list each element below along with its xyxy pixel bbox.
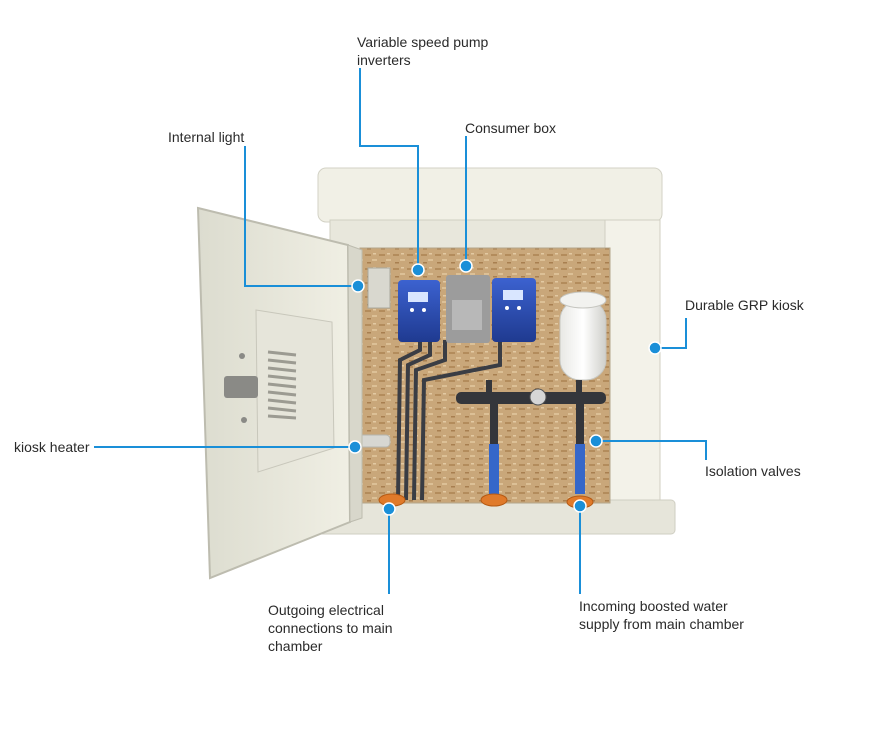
label-isolation-valves: Isolation valves [705, 463, 801, 479]
label-internal-light: Internal light [168, 129, 245, 145]
label-outgoing-line2: connections to main [268, 620, 393, 636]
label-inverters-line2: inverters [357, 52, 411, 68]
isolation-valves-marker [589, 434, 603, 448]
label-incoming-line2: supply from main chamber [579, 616, 744, 632]
label-incoming-line1: Incoming boosted water [579, 598, 728, 614]
door-handle [224, 376, 258, 398]
heater-marker [348, 440, 362, 454]
callout-dots [348, 259, 662, 516]
label-outgoing-line3: chamber [268, 638, 323, 654]
internal-light-marker [351, 279, 365, 293]
label-outgoing: Outgoing electrical connections to main … [268, 601, 393, 655]
label-kiosk-heater: kiosk heater [14, 439, 90, 455]
label-incoming: Incoming boosted water supply from main … [579, 597, 744, 633]
pressure-vessel [559, 291, 607, 381]
electrical-conduits [396, 340, 502, 501]
vent-grille [267, 350, 297, 420]
consumer-box [446, 275, 490, 343]
internal-light-unit [367, 267, 391, 309]
callout-lines [94, 68, 707, 594]
pump-inverter-left [398, 280, 440, 342]
kiosk-marker [648, 341, 662, 355]
inverters-marker [411, 263, 425, 277]
label-consumer-box: Consumer box [465, 120, 557, 136]
incoming-marker [573, 499, 587, 513]
label-inverters: Variable speed pump inverters [357, 33, 488, 69]
label-outgoing-line1: Outgoing electrical [268, 602, 384, 618]
label-durable-kiosk: Durable GRP kiosk [685, 297, 804, 313]
outgoing-marker [382, 502, 396, 516]
consumer-box-marker [459, 259, 473, 273]
label-inverters-line1: Variable speed pump [357, 34, 489, 50]
pump-inverter-right [492, 278, 536, 342]
kiosk-door [196, 206, 363, 580]
water-manifold [456, 380, 606, 494]
